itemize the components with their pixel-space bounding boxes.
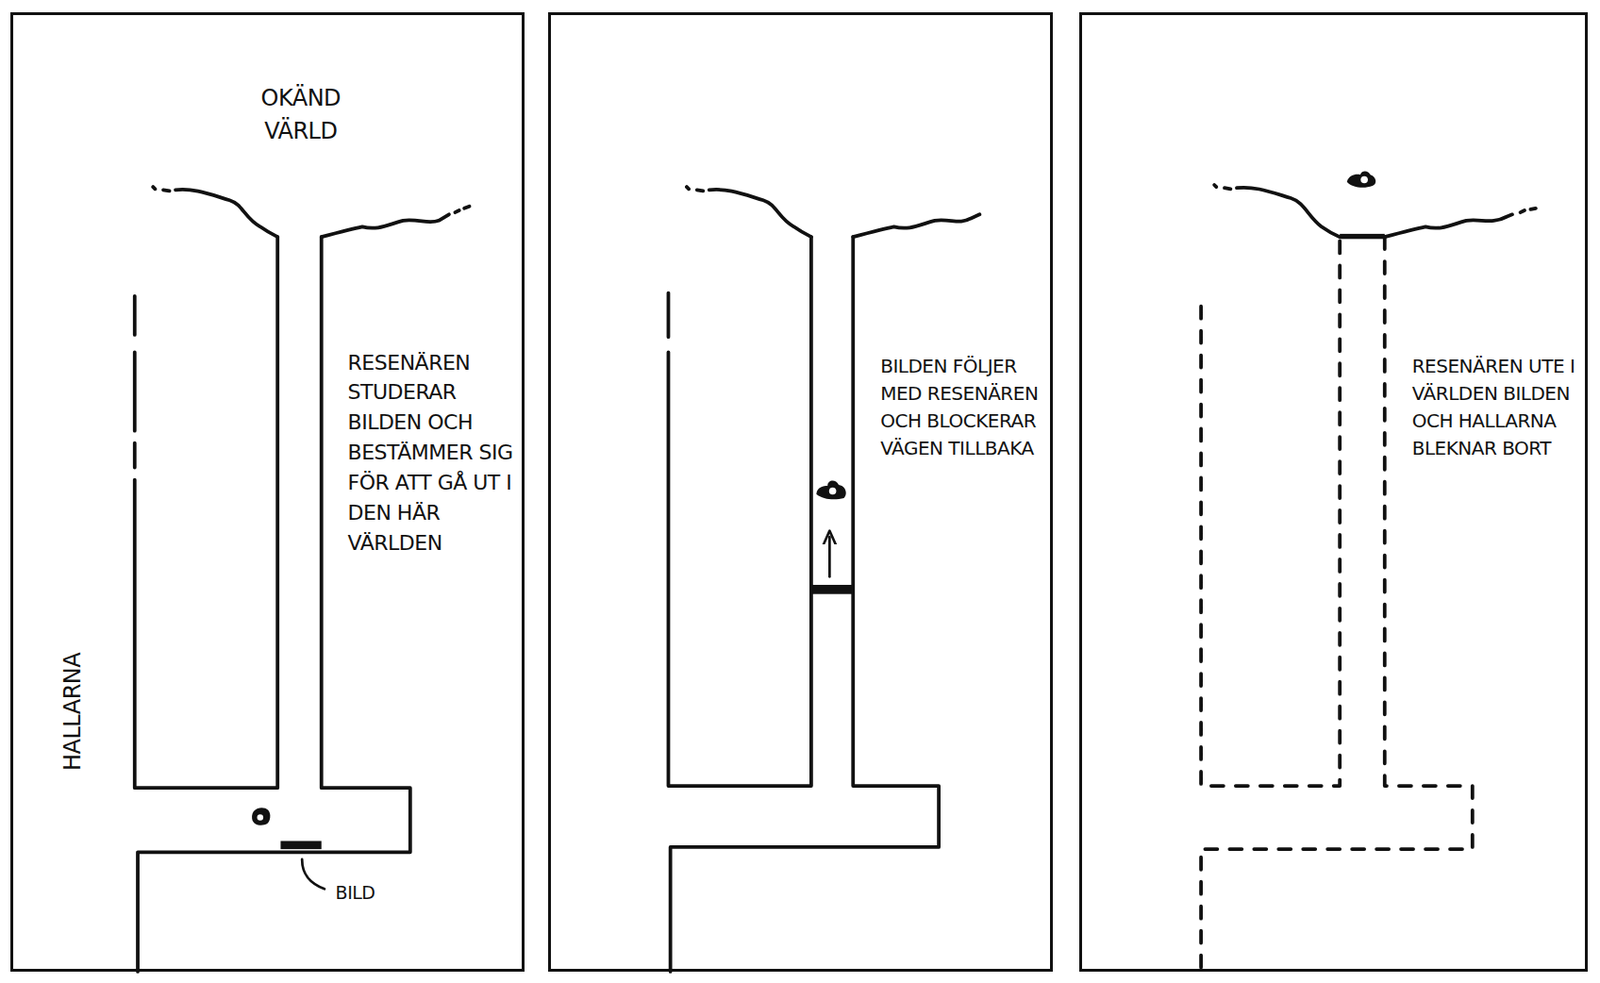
hall-wall: [134, 236, 278, 788]
world-edge: [321, 206, 470, 237]
traveler-figure: [816, 481, 846, 500]
direction-arrow: [828, 536, 832, 577]
world-edge: [686, 186, 812, 237]
picture-mark: [811, 584, 853, 595]
world-edge: [1214, 184, 1385, 237]
panel-caption: BILD: [335, 880, 408, 907]
panel-caption: RESENÄREN STUDERAR BILDEN OCH BESTÄMMER …: [348, 348, 514, 559]
panel-two-map: [667, 186, 980, 972]
comic-panel: RESENÄREN UTE I VÄRLDEN BILDEN OCH HALLA…: [1079, 12, 1588, 972]
panel-one-map: [134, 186, 470, 972]
fading-wall: [1200, 236, 1340, 786]
hall-wall: [667, 236, 811, 786]
region-label: OKÄND VÄRLD: [239, 82, 363, 149]
picture-mark: [1339, 233, 1385, 239]
traveler-figure: [251, 807, 270, 826]
world-edge: [852, 214, 980, 237]
panel-caption: HALLARNA: [55, 625, 89, 800]
hall-wall: [137, 236, 411, 972]
picture-mark: [280, 840, 321, 850]
world-edge: [1384, 208, 1536, 237]
leader-line: [301, 859, 325, 889]
comic-panel: OKÄND VÄRLD HALLARNA RESENÄREN STUDERAR BI…: [10, 12, 525, 972]
panel-caption: BILDEN FÖLJER MED RESENÄREN OCH BLOCKERA…: [880, 352, 1049, 463]
panel-three-map: [1200, 170, 1536, 971]
comic-panel: BILDEN FÖLJER MED RESENÄREN OCH BLOCKERA…: [548, 12, 1053, 972]
hall-wall: [670, 236, 939, 972]
world-edge: [152, 186, 278, 237]
panel-caption: RESENÄREN UTE I VÄRLDEN BILDEN OCH HALLA…: [1412, 352, 1581, 463]
fading-wall: [1200, 236, 1473, 972]
traveler-figure: [1347, 170, 1377, 187]
